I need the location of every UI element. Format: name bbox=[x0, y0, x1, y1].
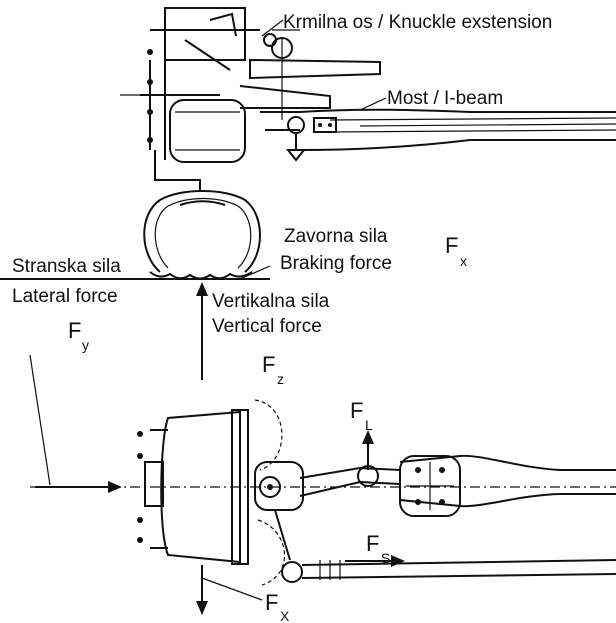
ibeam-leader bbox=[359, 97, 387, 111]
fl-arrow bbox=[362, 430, 374, 470]
fx-bottom-sub: X bbox=[280, 608, 290, 623]
tyre-section-drawing bbox=[143, 190, 261, 280]
fy-symbol: F bbox=[68, 318, 81, 343]
top-assembly-drawing bbox=[120, 7, 616, 190]
i-beam-drawing bbox=[299, 108, 616, 151]
fx-bottom-arrow bbox=[196, 565, 263, 615]
braking-leader bbox=[239, 265, 271, 280]
fy-arrow bbox=[35, 481, 122, 493]
fs-arrow bbox=[345, 555, 405, 567]
fy-sub: y bbox=[82, 337, 89, 353]
fl-sub: L bbox=[365, 417, 373, 433]
lateral-label-sl: Stranska sila bbox=[12, 256, 121, 277]
vertical-force-arrow bbox=[196, 282, 208, 380]
vertical-label-en: Vertical force bbox=[212, 316, 322, 337]
knuckle-arm-drawing bbox=[239, 29, 381, 120]
bottom-assembly-drawing bbox=[137, 399, 616, 586]
fz-sub: z bbox=[277, 371, 284, 387]
lateral-label-en: Lateral force bbox=[12, 286, 118, 307]
fx-top-sub: x bbox=[460, 253, 467, 269]
braking-label-sl: Zavorna sila bbox=[284, 226, 388, 247]
knuckle-label: Krmilna os / Knuckle exstension bbox=[283, 12, 552, 33]
braking-label-en: Braking force bbox=[280, 253, 392, 274]
tyre-stem-drawing bbox=[154, 150, 201, 190]
fx-bottom-symbol: F bbox=[265, 590, 278, 615]
fy-leader bbox=[29, 354, 51, 486]
fx-top-symbol: F bbox=[445, 233, 458, 258]
knuckle-leader bbox=[261, 19, 284, 37]
fs-symbol: F bbox=[366, 531, 379, 556]
hub-housing-drawing bbox=[120, 7, 337, 163]
ibeam-label: Most / I-beam bbox=[387, 88, 503, 109]
fl-symbol: F bbox=[350, 398, 363, 423]
vertical-label-sl: Vertikalna sila bbox=[212, 291, 330, 312]
fs-sub: S bbox=[381, 550, 390, 566]
fz-symbol: F bbox=[262, 352, 275, 377]
